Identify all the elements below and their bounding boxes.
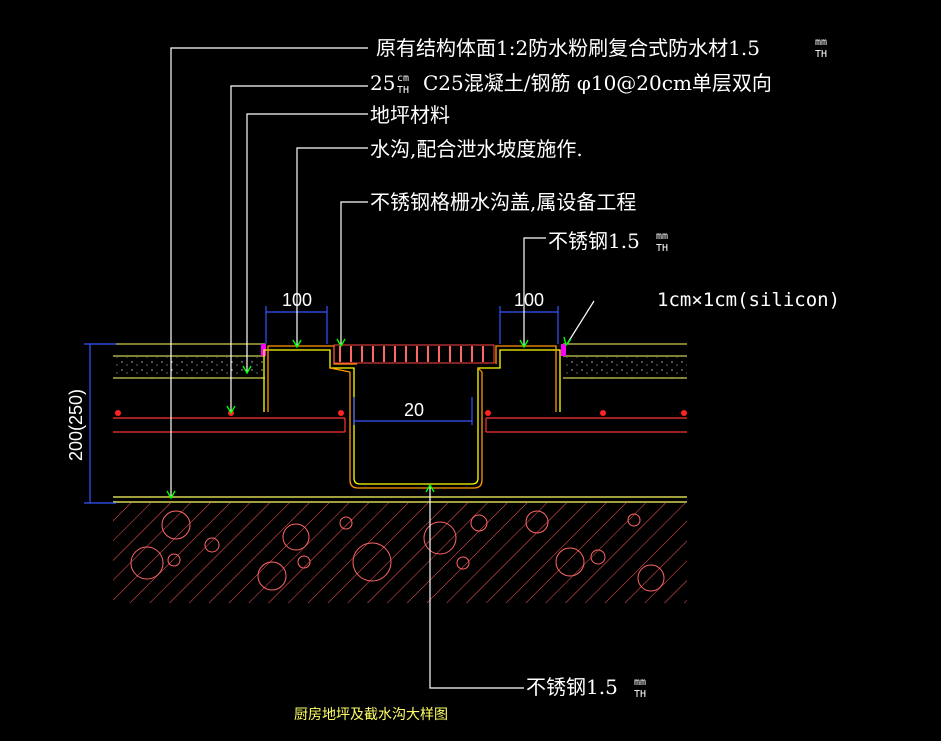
label-concrete-rebar-prefix: 25 [370,71,395,95]
label-concrete-rebar: C25混凝土/钢筋 φ10@20cm单层双向 [423,71,772,95]
stainless-channel [263,345,561,489]
svg-text:TH: TH [397,85,409,96]
grate-cover [333,344,495,364]
label-silicon-joint: 1cm×1cm(silicon) [657,289,840,311]
svg-text:mm: mm [815,37,827,48]
svg-text:TH: TH [656,243,668,254]
svg-text:TH: TH [634,689,646,700]
label-stainless-upper: 不锈钢1.5 [548,229,640,253]
base-waterproof-layer [113,496,687,503]
dimension-channel-width: 20 [404,400,424,420]
label-drain-channel: 水沟,配合泄水坡度施作. [370,137,583,161]
label-structural-waterproofing: 原有结构体面1:2防水粉刷复合式防水材1.5 [376,36,760,60]
svg-text:cm: cm [397,73,409,84]
svg-text:mm: mm [634,677,646,688]
dimension-right-width: 100 [514,290,544,310]
leader-arrows [166,336,572,500]
svg-text:TH: TH [815,49,827,60]
label-grate-cover: 不锈钢格栅水沟盖,属设备工程 [370,190,636,214]
svg-text:mm: mm [656,231,668,242]
label-floor-material: 地坪材料 [370,103,450,127]
floor-finish-layers [113,343,687,379]
dimension-lines [84,306,559,504]
sealant-right [561,344,566,356]
dimension-slab-height: 200(250) [66,389,86,461]
label-stainless-lower: 不锈钢1.5 [526,675,618,699]
drawing-title: 厨房地坪及截水沟大样图 [294,707,448,723]
earth-layer [113,503,687,603]
leader-lines [170,47,595,689]
